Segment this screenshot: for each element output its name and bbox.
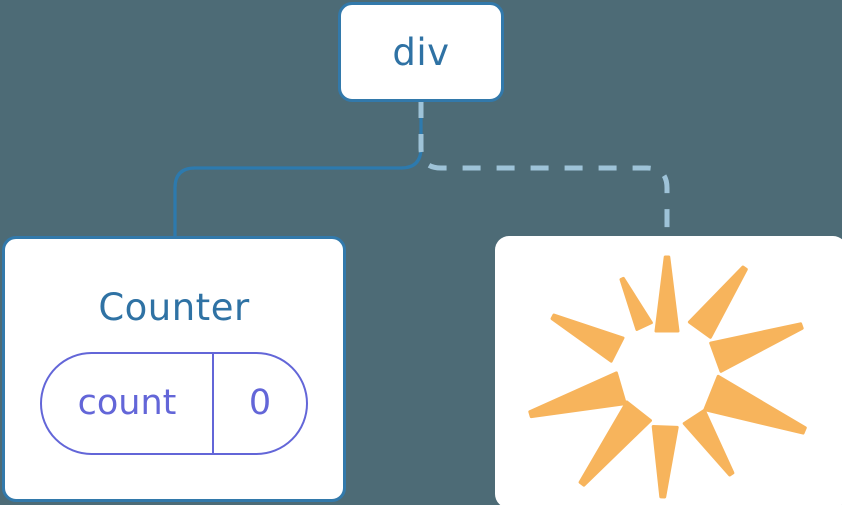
sparkle-ray-1 xyxy=(687,265,748,339)
state-key-label: count xyxy=(77,383,177,423)
sparkle-burst-icon xyxy=(528,255,807,499)
node-sparkle[interactable] xyxy=(495,236,842,505)
sparkle-ray-0 xyxy=(654,255,680,333)
sparkle-ray-8 xyxy=(550,313,625,363)
edge-div-to-counter xyxy=(173,98,423,240)
edge-div-to-sparkle xyxy=(418,100,670,240)
sparkle-ray-6 xyxy=(578,400,652,487)
sparkle-ray-5 xyxy=(651,425,679,499)
node-div-label: div xyxy=(392,30,450,74)
state-pill-count[interactable]: count 0 xyxy=(40,352,308,455)
sparkle-ray-7 xyxy=(528,371,627,419)
node-counter[interactable]: Counter count 0 xyxy=(2,236,346,502)
node-div[interactable]: div xyxy=(338,2,504,102)
state-pill-key-cell: count xyxy=(42,354,214,453)
sparkle-ray-3 xyxy=(703,374,807,435)
state-value-label: 0 xyxy=(248,383,272,423)
sparkle-ray-4 xyxy=(682,408,735,477)
state-pill-value-cell: 0 xyxy=(214,354,306,453)
sparkle-ray-9 xyxy=(619,276,653,331)
sparkle-ray-2 xyxy=(709,322,804,373)
node-counter-label: Counter xyxy=(98,286,250,329)
